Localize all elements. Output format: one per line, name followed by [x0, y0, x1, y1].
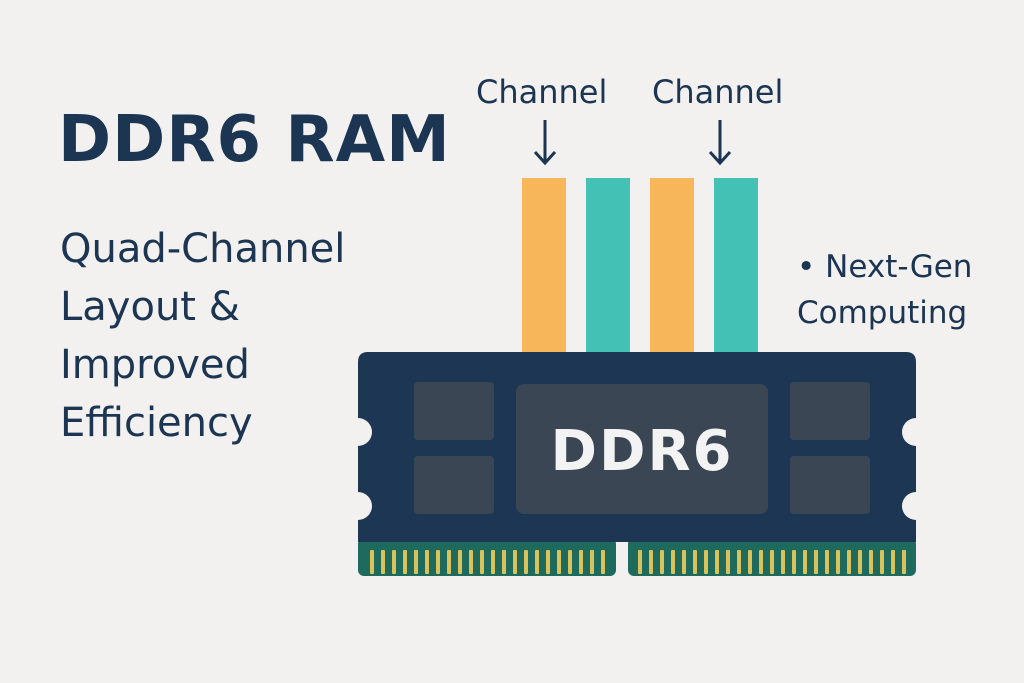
contact-pin	[524, 550, 528, 574]
subtitle-line: Efficiency	[60, 400, 253, 446]
module-label: DDR6	[550, 419, 733, 484]
contact-pin	[803, 550, 807, 574]
subtitle: Quad-Channel Layout & Improved Efficienc…	[60, 220, 345, 452]
contact-pin	[748, 550, 752, 574]
channel-label-left: Channel	[476, 73, 608, 111]
contact-pin	[682, 550, 686, 574]
contact-pin	[601, 550, 605, 574]
contact-pin	[535, 550, 539, 574]
contact-pin	[671, 550, 675, 574]
contact-pin	[568, 550, 572, 574]
memory-chip	[414, 382, 494, 440]
contact-pin	[491, 550, 495, 574]
channel-label-right: Channel	[652, 73, 784, 111]
contact-pin	[814, 550, 818, 574]
contact-pin	[590, 550, 594, 574]
down-arrow-icon	[533, 120, 557, 166]
contact-pin	[902, 550, 906, 574]
contact-pin	[480, 550, 484, 574]
contact-pin	[869, 550, 873, 574]
contact-pin	[425, 550, 429, 574]
contact-pin	[502, 550, 506, 574]
contact-pin	[546, 550, 550, 574]
next-gen-note: • Next-Gen Computing	[797, 244, 972, 336]
contact-pin	[759, 550, 763, 574]
contact-pin	[792, 550, 796, 574]
contact-pin	[847, 550, 851, 574]
contact-pin	[414, 550, 418, 574]
down-arrow-icon	[708, 120, 732, 166]
contact-pin	[469, 550, 473, 574]
ram-module: DDR6	[358, 352, 916, 576]
contact-pin	[825, 550, 829, 574]
contact-pin	[693, 550, 697, 574]
contact-pin	[381, 550, 385, 574]
pcb-strip	[358, 538, 916, 576]
contact-pin	[891, 550, 895, 574]
subtitle-line: Layout &	[60, 284, 240, 330]
channel-bar	[522, 178, 566, 356]
bullet-dot-icon: •	[797, 249, 816, 285]
memory-chip	[790, 382, 870, 440]
contact-pin	[704, 550, 708, 574]
channel-bar	[650, 178, 694, 356]
main-chip	[516, 384, 768, 514]
contact-pin	[513, 550, 517, 574]
contact-pin	[836, 550, 840, 574]
contact-pin	[392, 550, 396, 574]
note-line-2: Computing	[797, 295, 968, 331]
contact-pin	[458, 550, 462, 574]
contact-pin	[770, 550, 774, 574]
channel-bar	[586, 178, 630, 356]
contact-pin	[858, 550, 862, 574]
contact-pin	[557, 550, 561, 574]
memory-chip	[790, 456, 870, 514]
contact-pin	[715, 550, 719, 574]
contact-pin	[403, 550, 407, 574]
contact-pin	[781, 550, 785, 574]
contact-pin	[880, 550, 884, 574]
subtitle-line: Improved	[60, 342, 250, 388]
channel-bar	[714, 178, 758, 356]
memory-chip	[414, 456, 494, 514]
subtitle-line: Quad-Channel	[60, 226, 346, 272]
contact-pin	[649, 550, 653, 574]
page-title: DDR6 RAM	[58, 103, 451, 177]
contact-pin	[436, 550, 440, 574]
contact-pin	[370, 550, 374, 574]
contact-pin	[447, 550, 451, 574]
contact-pin	[638, 550, 642, 574]
contact-pin	[737, 550, 741, 574]
gold-contacts	[370, 550, 906, 574]
contact-pin	[660, 550, 664, 574]
note-text-1: Next-Gen	[825, 249, 973, 285]
contact-pin	[726, 550, 730, 574]
note-line-1: • Next-Gen	[797, 244, 972, 290]
contact-pin	[579, 550, 583, 574]
